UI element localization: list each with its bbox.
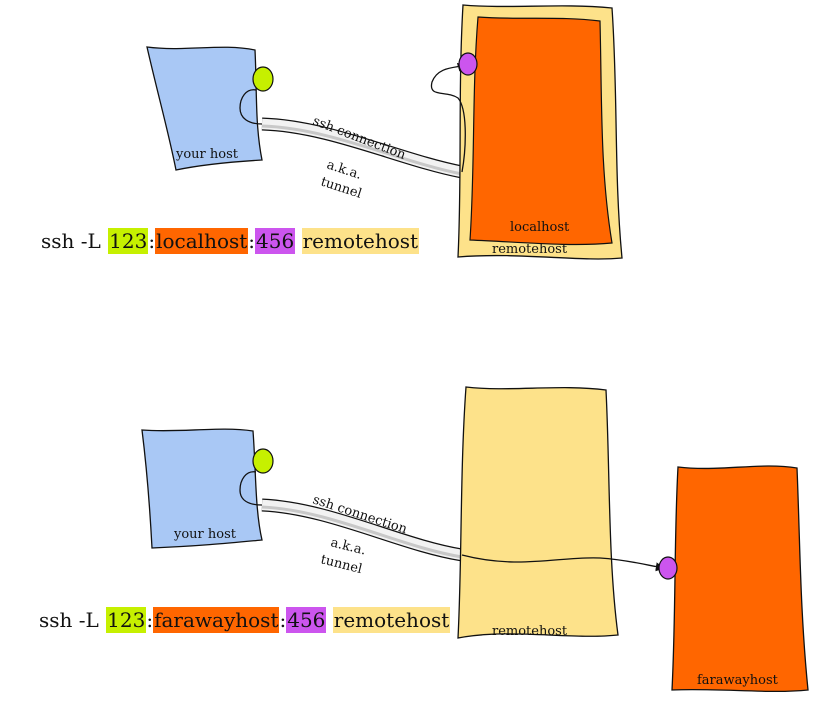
diagram-2: your host remotehost farawayhost ssh con… <box>141 386 809 693</box>
cmd-remote-port: 456 <box>255 228 296 254</box>
localhost-box <box>469 16 613 246</box>
ssh-tunnel-pipe <box>261 498 464 562</box>
forward-path <box>430 62 467 173</box>
ssh-tunnel-pipe <box>261 117 464 179</box>
your-host-label: your host <box>175 147 239 162</box>
cmd-prefix: ssh -L <box>39 608 99 632</box>
remote-port-456 <box>658 556 678 580</box>
cmd-target-host: localhost <box>155 228 249 254</box>
forward-path <box>461 554 665 572</box>
diagram-1: your host localhost remotehost ssh conne… <box>146 4 623 260</box>
cmd-remotehost: remotehost <box>332 607 451 633</box>
remotehost-box <box>457 386 619 639</box>
remotehost-label: remotehost <box>492 624 568 639</box>
ssh-command-1: ssh -L 123:localhost:456 remotehost <box>40 228 420 254</box>
cmd-sep: : <box>148 229 156 253</box>
cmd-sep: : <box>279 608 287 632</box>
localhost-label: localhost <box>510 220 570 235</box>
your-host-label: your host <box>173 527 237 542</box>
remote-port-456 <box>458 52 478 76</box>
remotehost-label: remotehost <box>492 242 568 257</box>
cmd-local-port: 123 <box>106 607 147 633</box>
local-port-123 <box>252 66 274 92</box>
farawayhost-label: farawayhost <box>697 673 779 688</box>
cmd-local-port: 123 <box>108 228 149 254</box>
cmd-remote-port: 456 <box>286 607 327 633</box>
local-port-123 <box>252 448 274 474</box>
cmd-sep: : <box>146 608 154 632</box>
cmd-remotehost: remotehost <box>301 228 420 254</box>
farawayhost-box <box>671 465 809 693</box>
cmd-sep: : <box>248 229 256 253</box>
cmd-prefix: ssh -L <box>41 229 101 253</box>
cmd-target-host: farawayhost <box>153 607 280 633</box>
local-port-loop <box>239 89 263 125</box>
ssh-command-2: ssh -L 123:farawayhost:456 remotehost <box>38 607 451 633</box>
local-port-loop <box>239 471 263 506</box>
your-host-box <box>141 428 263 549</box>
your-host-box <box>146 46 263 171</box>
